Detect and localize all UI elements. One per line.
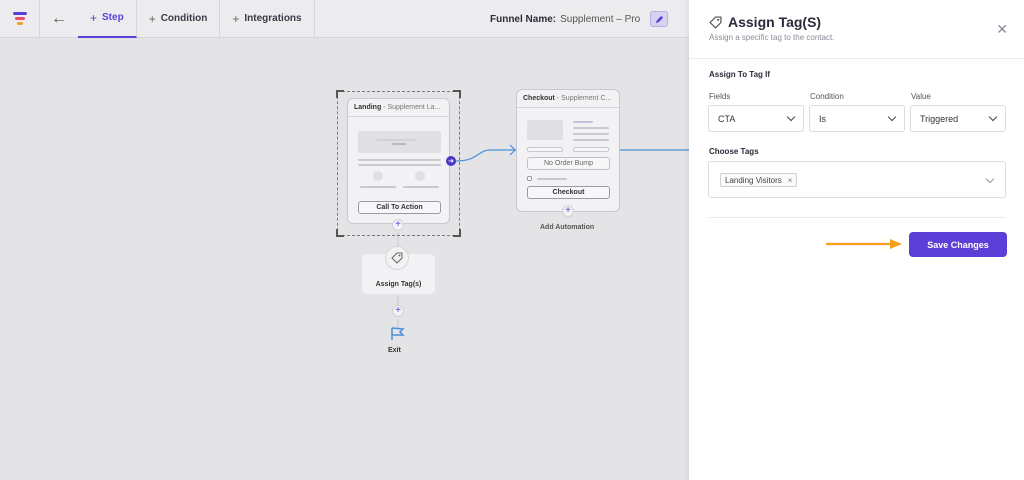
page-thumbnail (573, 133, 609, 135)
chevron-down-icon (985, 174, 995, 184)
panel-title-text: Assign Tag(S) (728, 14, 822, 30)
fields-select[interactable]: CTA (708, 105, 804, 132)
arrow-right-icon (826, 239, 902, 249)
panel-title: Assign Tag(S) (709, 14, 834, 30)
tab-condition[interactable]: + Condition (137, 0, 221, 38)
chevron-down-icon (988, 112, 998, 122)
call-to-action-button[interactable]: Call To Action (358, 201, 441, 214)
page-thumbnail (360, 186, 396, 188)
funnel-name: Funnel Name: Supplement – Pro (490, 0, 669, 38)
node-subtitle-text: - Supplement C... (556, 95, 612, 102)
add-step-button[interactable]: + (392, 219, 404, 231)
order-bump-button[interactable]: No Order Bump (527, 157, 610, 170)
fields-select-value: CTA (718, 113, 736, 124)
assign-tag-panel: Assign Tag(S) Assign a specific tag to t… (689, 0, 1024, 480)
value-label: Value (911, 92, 931, 101)
node-subtitle-text: - Supplement La... (383, 104, 441, 111)
divider (708, 217, 1006, 218)
page-thumbnail (358, 131, 441, 153)
page-thumbnail (415, 171, 425, 181)
pencil-icon (655, 15, 663, 23)
plus-icon: + (232, 11, 240, 26)
page-thumbnail (573, 147, 609, 152)
tag-icon (385, 246, 409, 270)
output-connector-icon[interactable]: ➜ (446, 156, 456, 166)
choose-tags-label: Choose Tags (709, 147, 759, 156)
chevron-down-icon (887, 112, 897, 122)
funnel-canvas[interactable]: Landing - Supplement La... Call To Actio… (0, 39, 689, 480)
node-title: Landing - Supplement La... (348, 99, 449, 117)
save-changes-button[interactable]: Save Changes (909, 232, 1007, 257)
page-thumbnail (358, 164, 441, 166)
funnel-name-value: Supplement – Pro (560, 13, 641, 25)
top-toolbar: ← + Step + Condition + Integrations Funn… (0, 0, 689, 38)
page-thumbnail (527, 147, 563, 152)
add-step-button[interactable]: + (392, 305, 404, 317)
assign-tag-node-label: Assign Tag(s) (375, 281, 422, 288)
condition-label: Condition (810, 92, 844, 101)
tag-chip-label: Landing Visitors (725, 175, 782, 185)
close-icon[interactable]: ✕ (996, 21, 1008, 37)
page-thumbnail (573, 127, 609, 129)
plus-icon: + (148, 11, 156, 26)
tab-step[interactable]: + Step (78, 0, 137, 38)
section-title: Assign To Tag If (709, 70, 771, 79)
selection-frame (336, 90, 461, 237)
page-thumbnail (573, 139, 609, 141)
page-thumbnail (573, 121, 593, 123)
page-thumbnail (403, 186, 439, 188)
add-step-button[interactable]: + (562, 205, 574, 217)
node-title-text: Checkout (523, 95, 555, 102)
checkout-step-node[interactable]: Checkout - Supplement C... No Order Bump… (516, 89, 620, 212)
exit-label: Exit (388, 347, 401, 354)
value-select[interactable]: Triggered (910, 105, 1006, 132)
add-automation-link[interactable]: Add Automation (540, 224, 595, 231)
tag-chip: Landing Visitors × (720, 173, 798, 187)
tab-label: Step (102, 12, 124, 23)
connector-lines (397, 144, 689, 329)
chevron-down-icon (786, 112, 796, 122)
condition-select-value: Is (819, 113, 827, 124)
checkout-button[interactable]: Checkout (527, 186, 610, 199)
landing-step-node[interactable]: Landing - Supplement La... Call To Actio… (347, 98, 450, 224)
value-select-value: Triggered (920, 113, 959, 124)
page-thumbnail (527, 120, 563, 140)
funnel-name-label: Funnel Name: (490, 13, 557, 25)
page-thumbnail (358, 159, 441, 161)
page-thumbnail (376, 139, 416, 141)
node-title-text: Landing (354, 104, 382, 111)
checkbox-icon (527, 176, 532, 181)
page-thumbnail (537, 178, 567, 180)
tab-label: Condition (160, 13, 208, 24)
tags-select[interactable]: Landing Visitors × (708, 161, 1006, 198)
page-thumbnail (392, 143, 406, 145)
flag-icon (391, 327, 405, 340)
divider (689, 58, 1024, 59)
edit-funnel-name-button[interactable] (650, 11, 669, 27)
panel-subtitle: Assign a specific tag to the contact. (709, 33, 835, 42)
plus-icon: + (90, 10, 98, 25)
condition-select[interactable]: Is (809, 105, 905, 132)
panel-header: Assign Tag(S) Assign a specific tag to t… (709, 14, 834, 42)
tag-icon (709, 15, 722, 29)
node-title: Checkout - Supplement C... (517, 90, 619, 108)
arrow-left-icon[interactable]: ← (51, 9, 67, 27)
fields-label: Fields (709, 92, 731, 101)
remove-tag-icon[interactable]: × (787, 175, 793, 185)
page-thumbnail (373, 171, 383, 181)
tab-label: Integrations (244, 13, 302, 24)
funnel-logo-icon[interactable] (0, 0, 40, 38)
tab-integrations[interactable]: + Integrations (220, 0, 315, 38)
